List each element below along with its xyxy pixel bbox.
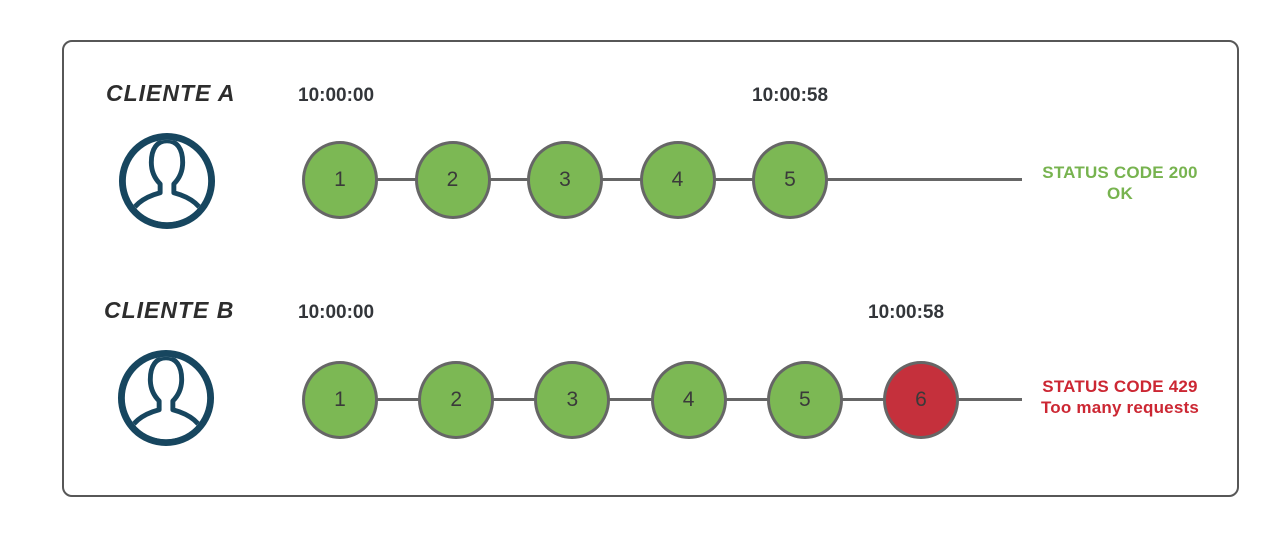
request-node-3: 3: [534, 361, 611, 439]
end-timestamp: 10:00:58: [868, 302, 945, 323]
status-detail-line: Too many requests: [1040, 398, 1199, 417]
user-icon: [118, 132, 216, 230]
status-code-message: STATUS CODE 429 Too many requests: [1022, 376, 1218, 418]
end-timestamp: 10:00:58: [752, 85, 829, 106]
request-node-4: 4: [639, 141, 716, 219]
request-node-3: 3: [527, 141, 603, 219]
request-node-1: 1: [302, 361, 378, 439]
request-node-1: 1: [302, 141, 378, 219]
request-node-5: 5: [766, 361, 843, 439]
start-timestamp: 10:00:00: [298, 85, 375, 106]
start-timestamp: 10:00:00: [298, 302, 375, 323]
boundary-box: [62, 40, 1239, 497]
request-node-2: 2: [418, 361, 495, 439]
status-code-message: STATUS CODE 200 OK: [1022, 162, 1218, 204]
request-node-6-blocked: 6: [883, 361, 959, 439]
client-b-label: CLIENTE B: [104, 297, 235, 323]
request-node-2: 2: [414, 141, 491, 219]
user-icon: [117, 349, 215, 447]
status-code-line: STATUS CODE 200: [1042, 163, 1198, 182]
client-a-label: CLIENTE A: [106, 80, 236, 106]
request-node-4: 4: [650, 361, 727, 439]
request-node-5: 5: [752, 141, 828, 219]
status-code-line: STATUS CODE 429: [1042, 377, 1198, 396]
status-detail-line: OK: [1107, 184, 1133, 203]
